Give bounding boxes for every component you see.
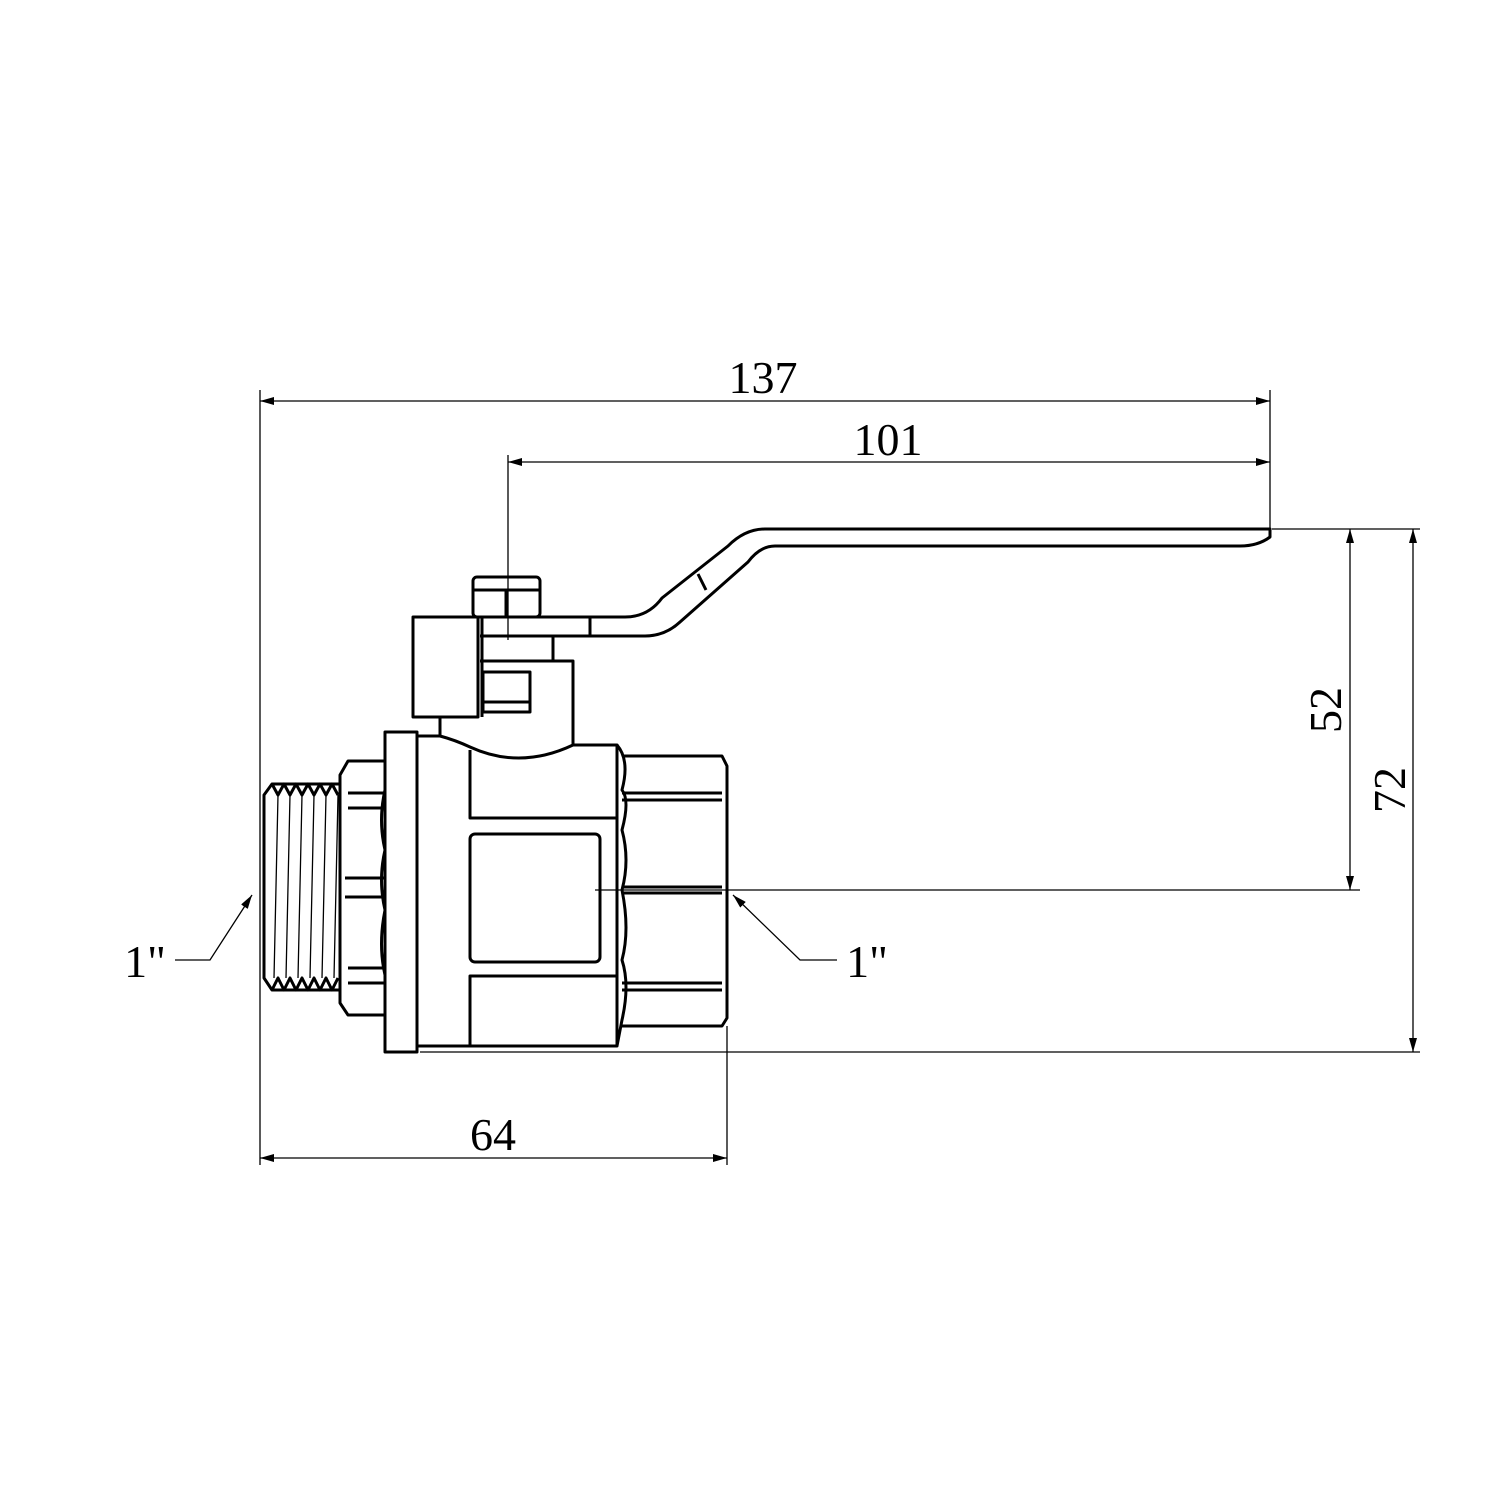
dim-72: 72: [1364, 767, 1415, 813]
left-hex-nut: [338, 759, 387, 1017]
lever-handle: [480, 527, 1272, 638]
dim-101: 101: [854, 414, 923, 465]
dim-64: 64: [470, 1109, 516, 1160]
dim-52: 52: [1300, 687, 1351, 733]
thread-size-right: 1": [846, 936, 888, 987]
leader-left-thread: [175, 894, 253, 961]
extension-lines: [259, 390, 1420, 1165]
thread-size-left: 1": [124, 936, 166, 987]
handle-base: [411, 615, 575, 744]
leader-right-thread: [732, 894, 837, 961]
dim-137: 137: [729, 352, 798, 403]
male-thread: [262, 782, 340, 992]
flange: [383, 730, 419, 1054]
right-hex-nut: [615, 744, 729, 1047]
stem-nut: [471, 575, 542, 619]
valve-body: [417, 734, 619, 1048]
